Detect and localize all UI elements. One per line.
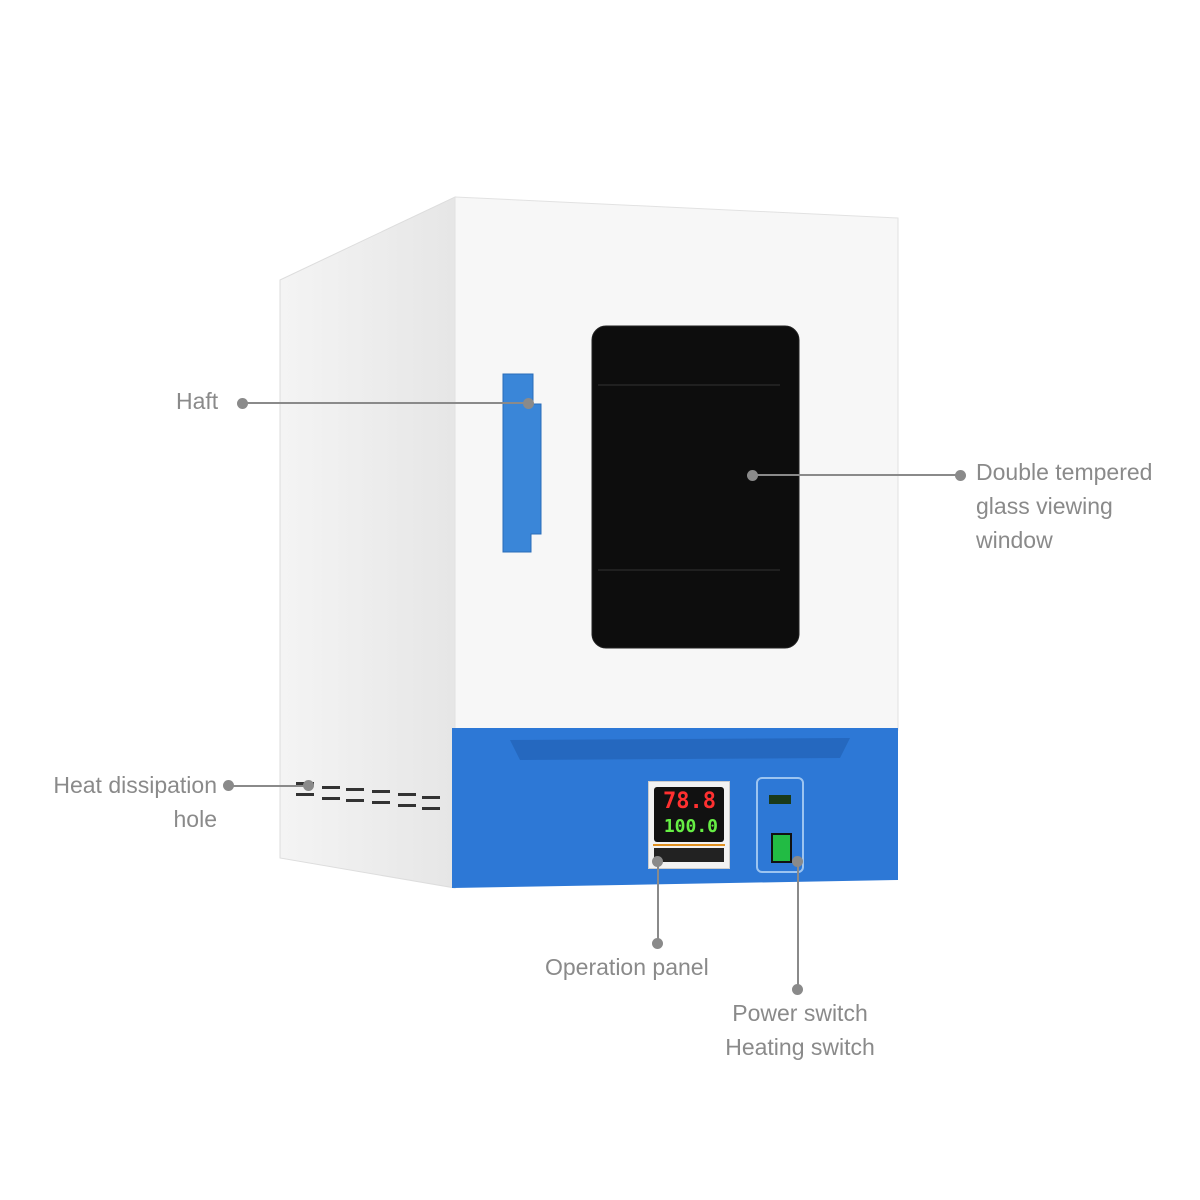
switch-panel: [756, 777, 804, 873]
callout-line: [228, 785, 308, 787]
vent-slot: [322, 786, 340, 800]
controller-divider: [653, 844, 725, 846]
label-window: Double tempered glass viewing window: [976, 455, 1152, 557]
label-line: Heat dissipation: [53, 772, 217, 798]
label-line: hole: [173, 806, 217, 832]
temperature-controller: 78.8 100.0: [648, 781, 730, 869]
label-line: Heating switch: [725, 1034, 875, 1060]
callout-line: [797, 861, 799, 989]
label-line: window: [976, 527, 1053, 553]
heating-switch[interactable]: [769, 795, 791, 804]
callout-dot: [955, 470, 966, 481]
label-line: Double tempered: [976, 459, 1153, 485]
viewing-window: [591, 325, 800, 649]
base-recess: [510, 738, 850, 760]
label-haft: Haft: [176, 388, 219, 414]
callout-dot: [523, 398, 534, 409]
label-line: Power switch: [732, 1000, 868, 1026]
vent-slot: [398, 793, 416, 807]
callout-line: [657, 861, 659, 943]
callout-dot: [792, 984, 803, 995]
door-handle: [502, 373, 542, 553]
callout-dot: [303, 780, 314, 791]
sv-display: 100.0: [663, 816, 718, 837]
label-vent: Heat dissipation hole: [39, 768, 217, 836]
callout-line: [243, 402, 528, 404]
vent-slot: [372, 790, 390, 804]
oven-side-panel: [279, 196, 456, 889]
pv-display: 78.8: [663, 789, 716, 814]
callout-dot: [237, 398, 248, 409]
controller-screen: 78.8 100.0: [654, 787, 724, 842]
power-switch[interactable]: [771, 833, 792, 863]
vent-slot: [346, 788, 364, 802]
label-operation-panel: Operation panel: [545, 954, 709, 980]
label-line: glass viewing: [976, 493, 1113, 519]
callout-dot: [652, 938, 663, 949]
controller-buttons[interactable]: [654, 848, 724, 862]
label-switches: Power switch Heating switch: [700, 996, 900, 1064]
vent-slot: [422, 796, 440, 810]
callout-line: [752, 474, 960, 476]
